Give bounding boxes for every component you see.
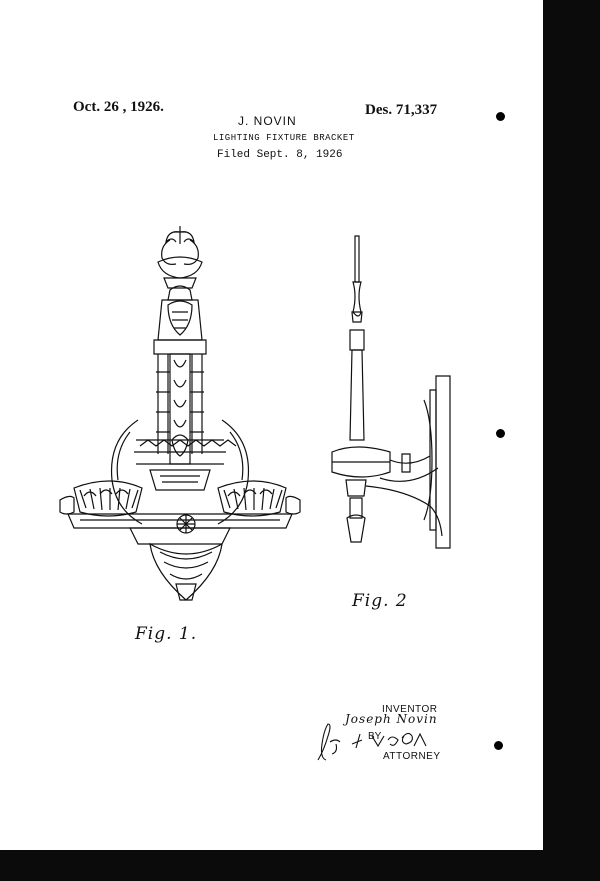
inventor-label: INVENTOR xyxy=(382,704,438,715)
inventor-signature: Joseph Novin xyxy=(345,712,438,726)
punch-hole-middle xyxy=(496,429,505,438)
scan-edge-bottom xyxy=(0,850,600,881)
patent-title: LIGHTING FIXTURE BRACKET xyxy=(213,133,355,143)
signature-marks xyxy=(317,723,427,761)
figure-1-label: Fig. 1. xyxy=(135,624,198,644)
attorney-label: ATTORNEY xyxy=(383,751,441,762)
scan-edge-right xyxy=(543,0,600,881)
figure-2-label: Fig. 2 xyxy=(352,591,408,611)
by-label: BY xyxy=(368,731,382,742)
figure-2-side-view xyxy=(331,235,451,549)
punch-hole-bottom xyxy=(494,741,503,750)
patent-number: Des. 71,337 xyxy=(365,102,438,118)
patent-date: Oct. 26 , 1926. xyxy=(73,99,164,115)
filed-date: Filed Sept. 8, 1926 xyxy=(217,149,343,161)
inventor-name-header: J. NOVIN xyxy=(238,114,297,128)
figure-1-front-view xyxy=(59,226,301,601)
punch-hole-top xyxy=(496,112,505,121)
